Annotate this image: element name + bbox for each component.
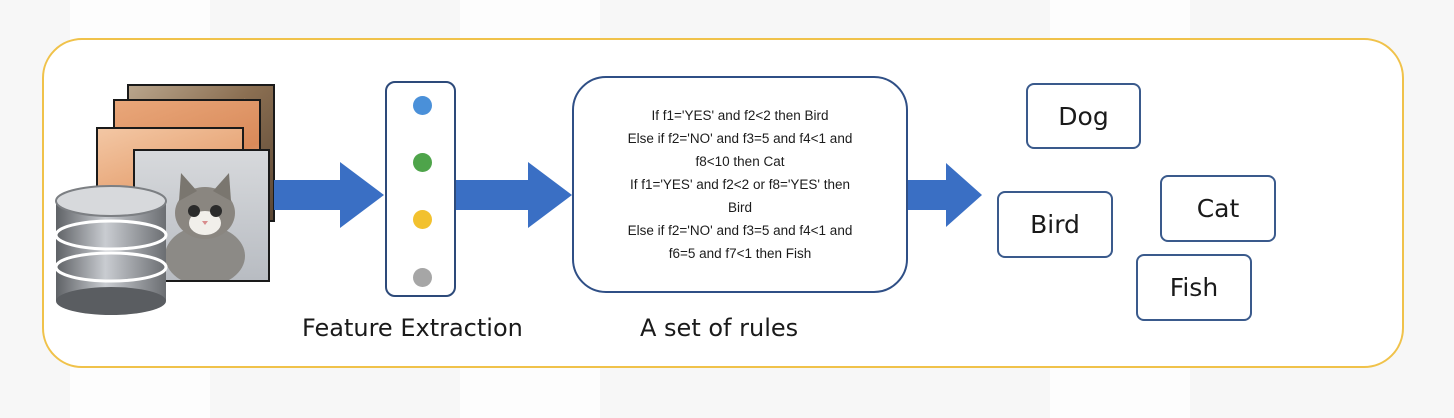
feature-dot-blue <box>413 96 432 115</box>
kitten-icon <box>165 173 245 280</box>
label-cat: Cat <box>1160 175 1276 242</box>
feature-vector <box>385 81 456 297</box>
label-dog: Dog <box>1026 83 1141 149</box>
rule-line: f8<10 then Cat <box>695 154 785 169</box>
feature-extraction-caption: Feature Extraction <box>302 314 523 342</box>
feature-dot-yellow <box>413 210 432 229</box>
label-bird: Bird <box>997 191 1113 258</box>
rule-line: If f1='YES' and f2<2 then Bird <box>651 108 829 123</box>
arrow-to-rules <box>456 162 572 228</box>
feature-dot-green <box>413 153 432 172</box>
rule-line: If f1='YES' and f2<2 or f8='YES' then <box>629 177 851 192</box>
arrow-to-features <box>274 162 384 228</box>
label-fish: Fish <box>1136 254 1252 321</box>
arrow-to-labels <box>908 163 982 227</box>
feature-dot-gray <box>413 268 432 287</box>
database-icon <box>54 185 168 315</box>
rules-caption: A set of rules <box>640 314 799 342</box>
rule-line: f6=5 and f7<1 then Fish <box>668 246 812 261</box>
rule-line: Else if f2='NO' and f3=5 and f4<1 and <box>627 223 853 238</box>
rule-line: Else if f2='NO' and f3=5 and f4<1 and <box>627 131 853 146</box>
rule-line: Bird <box>727 200 752 215</box>
rules-box: If f1='YES' and f2<2 then Bird Else if f… <box>572 76 908 293</box>
